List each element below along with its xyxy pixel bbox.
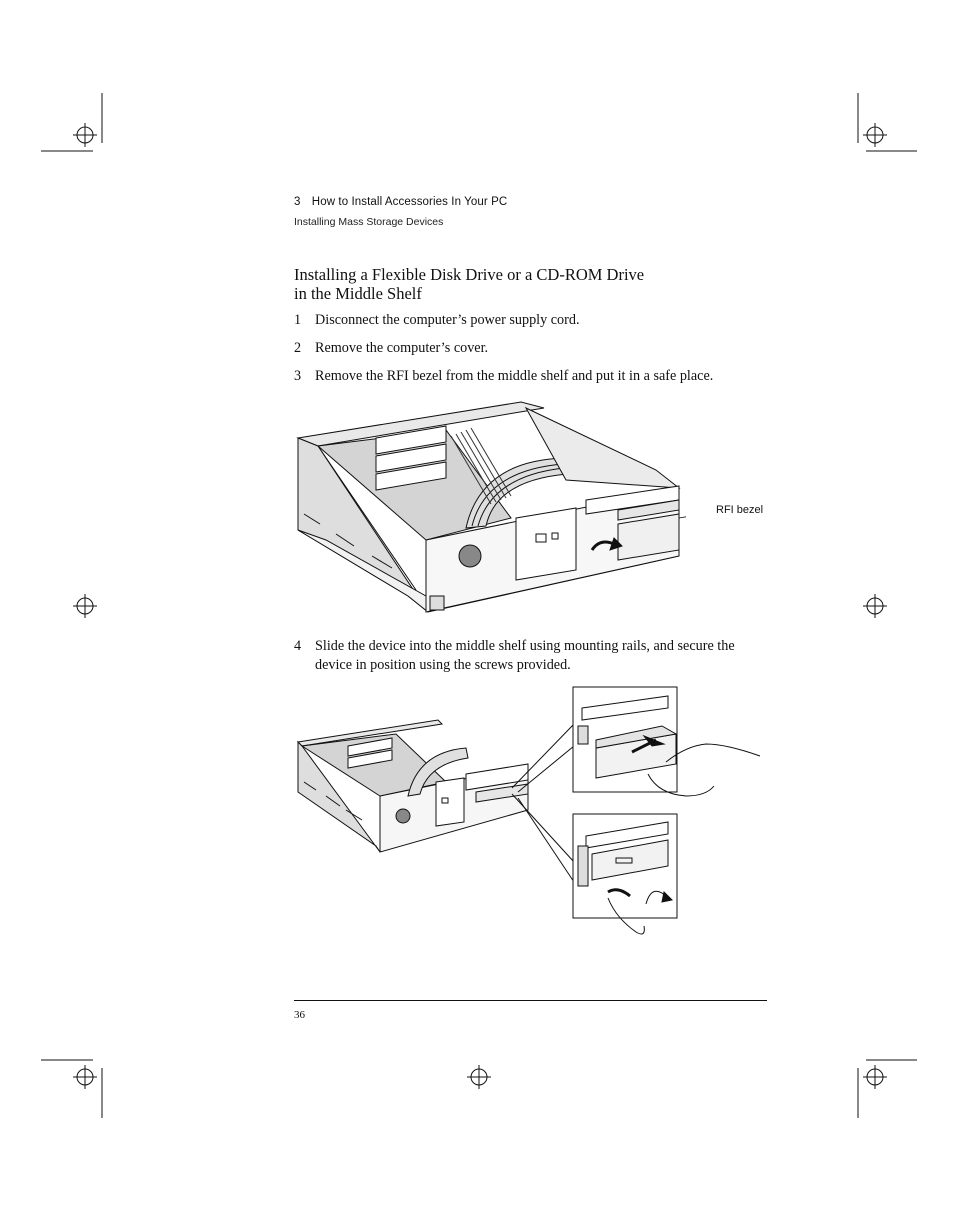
step-item: 4 Slide the device into the middle shelf…	[294, 637, 772, 674]
running-header-section: Installing Mass Storage Devices	[294, 216, 444, 228]
drive-installation-illustration	[296, 686, 761, 935]
step-text: Slide the device into the middle shelf u…	[315, 638, 735, 673]
step-item: 2 Remove the computer’s cover.	[294, 339, 772, 358]
step-text: Remove the RFI bezel from the middle she…	[315, 368, 714, 384]
heading-line-2: in the Middle Shelf	[294, 284, 422, 303]
running-header-chapter: 3 How to Install Accessories In Your PC	[294, 196, 507, 208]
chapter-title: How to Install Accessories In Your PC	[311, 196, 508, 208]
section-heading: Installing a Flexible Disk Drive or a CD…	[294, 265, 764, 303]
step-item: 1 Disconnect the computer’s power supply…	[294, 311, 772, 330]
step-number: 1	[294, 312, 302, 328]
chassis-bezel-removal-illustration	[296, 401, 686, 613]
step-number: 4	[294, 638, 302, 654]
rfi-bezel-callout: RFI bezel	[716, 504, 764, 516]
footer-rule	[294, 1000, 767, 1001]
chapter-number: 3	[294, 196, 301, 208]
step-item: 3 Remove the RFI bezel from the middle s…	[294, 367, 772, 386]
step-text: Disconnect the computer’s power supply c…	[315, 312, 580, 328]
step-number: 2	[294, 340, 302, 356]
step-text: Remove the computer’s cover.	[315, 340, 489, 356]
page-number: 36	[294, 1009, 305, 1021]
heading-line-1: Installing a Flexible Disk Drive or a CD…	[294, 265, 645, 284]
step-number: 3	[294, 368, 302, 384]
